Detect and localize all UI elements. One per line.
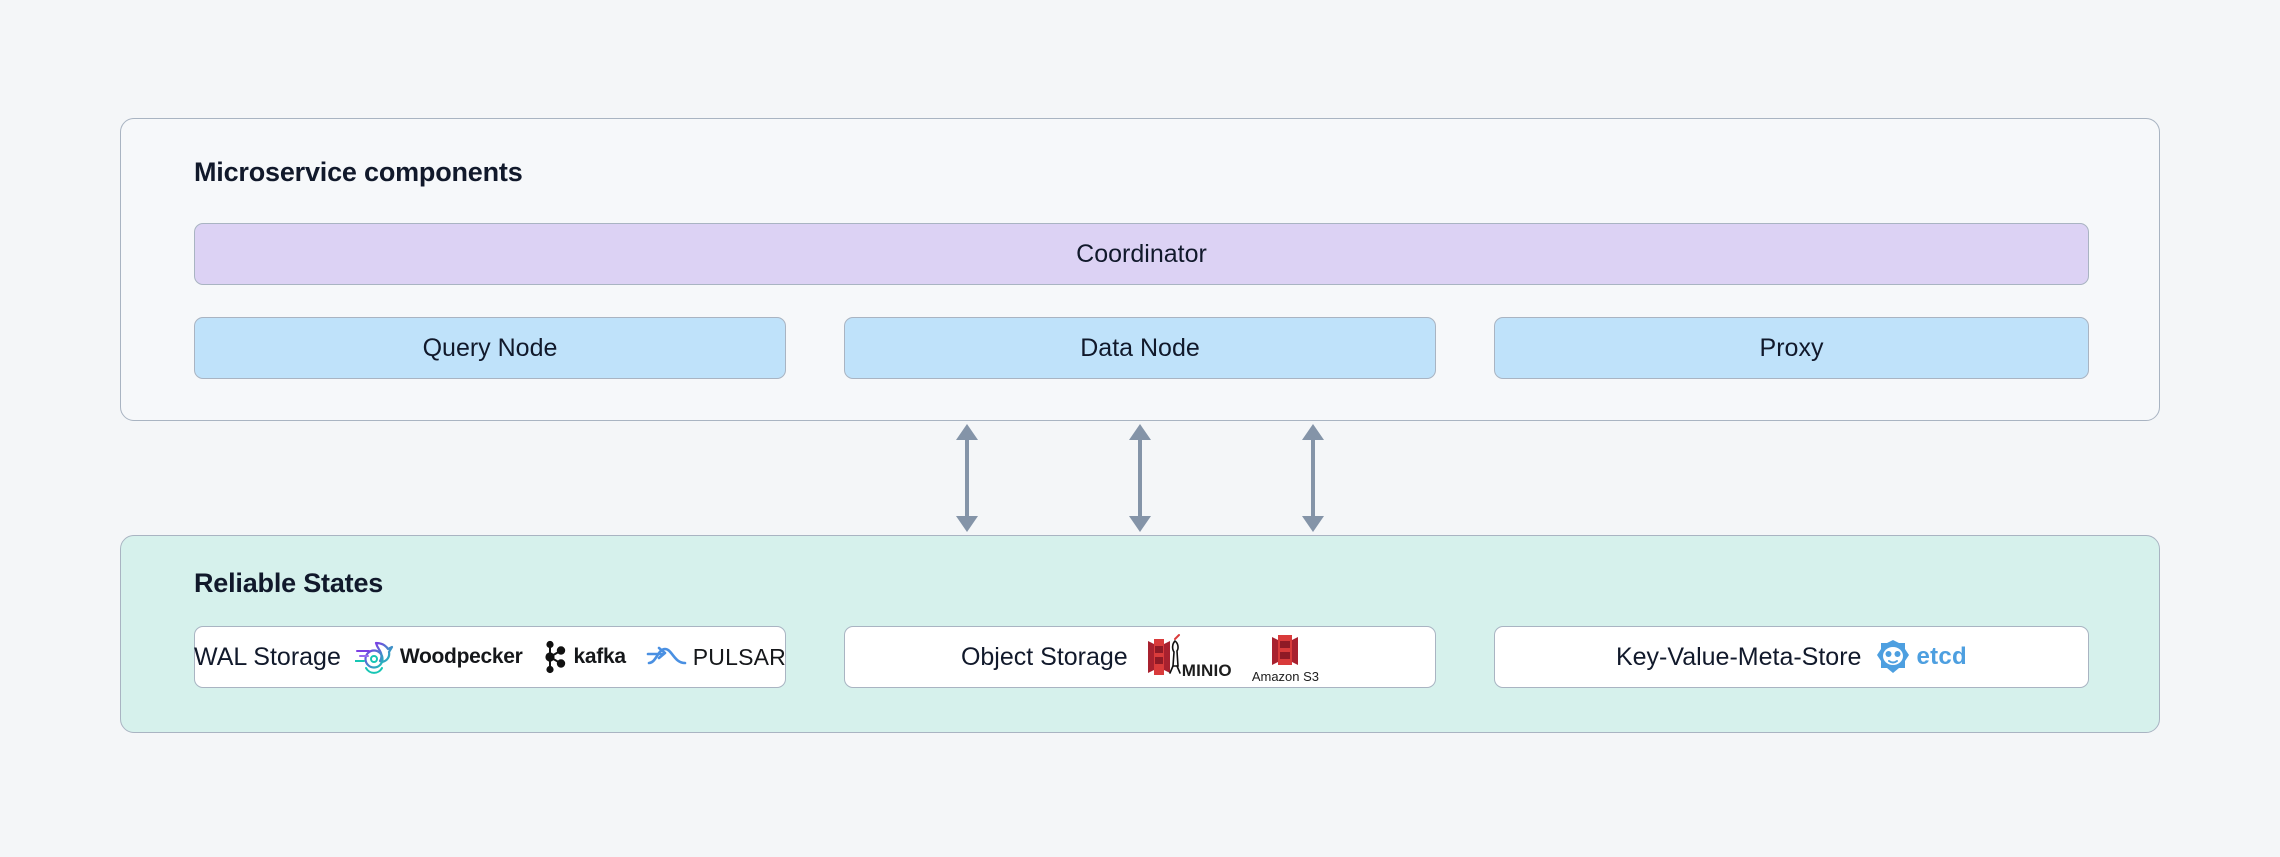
kafka-logo: kafka <box>543 640 626 674</box>
minio-logo: MINIO <box>1142 633 1232 681</box>
connector-arrow-3 <box>1302 424 1324 532</box>
proxy-label: Proxy <box>1759 333 1824 362</box>
minio-wordmark: MINIO <box>1181 661 1232 680</box>
key-value-meta-store-label: Key-Value-Meta-Store <box>1615 642 1862 671</box>
microservice-panel-title: Microservice components <box>194 157 523 187</box>
amazon-s3-logo: Amazon S3 <box>1252 631 1319 683</box>
etcd-logo: etcd <box>1875 638 1967 676</box>
microservice-components-panel: Microservice components Coordinator Quer… <box>120 118 2160 421</box>
wal-storage-label: WAL Storage <box>194 642 341 671</box>
etcd-wordmark: etcd <box>1916 643 1968 670</box>
pulsar-wordmark: PULSAR <box>692 643 786 670</box>
object-storage-label: Object Storage <box>960 642 1128 671</box>
reliable-states-panel-title: Reliable States <box>194 568 384 598</box>
query-node-label: Query Node <box>422 333 558 362</box>
reliable-states-panel: Reliable States WAL Storage <box>120 535 2160 733</box>
etcd-mark-icon <box>1877 640 1910 673</box>
minio-bucket-icon <box>1147 634 1181 675</box>
amazon-s3-wordmark: Amazon S3 <box>1251 669 1320 684</box>
coordinator-box[interactable]: Coordinator <box>194 223 2089 285</box>
woodpecker-logo: Woodpecker <box>354 639 523 675</box>
connector-arrow-2 <box>1129 424 1151 532</box>
woodpecker-mark-icon <box>354 641 393 674</box>
query-node-box[interactable]: Query Node <box>194 317 786 379</box>
coordinator-label: Coordinator <box>1076 239 1207 268</box>
kafka-mark-icon <box>544 640 565 674</box>
woodpecker-wordmark: Woodpecker <box>399 645 523 668</box>
connector-arrow-1 <box>956 424 978 532</box>
pulsar-logo: PULSAR <box>646 644 786 671</box>
proxy-box[interactable]: Proxy <box>1494 317 2089 379</box>
pulsar-mark-icon <box>646 646 687 665</box>
kafka-wordmark: kafka <box>573 645 627 668</box>
wal-storage-box[interactable]: WAL Storage <box>194 626 786 688</box>
object-storage-box[interactable]: Object Storage MINIO <box>844 626 1436 688</box>
amazon-s3-bucket-icon <box>1272 635 1299 665</box>
data-node-label: Data Node <box>1080 333 1200 362</box>
data-node-box[interactable]: Data Node <box>844 317 1436 379</box>
key-value-meta-store-box[interactable]: Key-Value-Meta-Store etcd <box>1494 626 2089 688</box>
